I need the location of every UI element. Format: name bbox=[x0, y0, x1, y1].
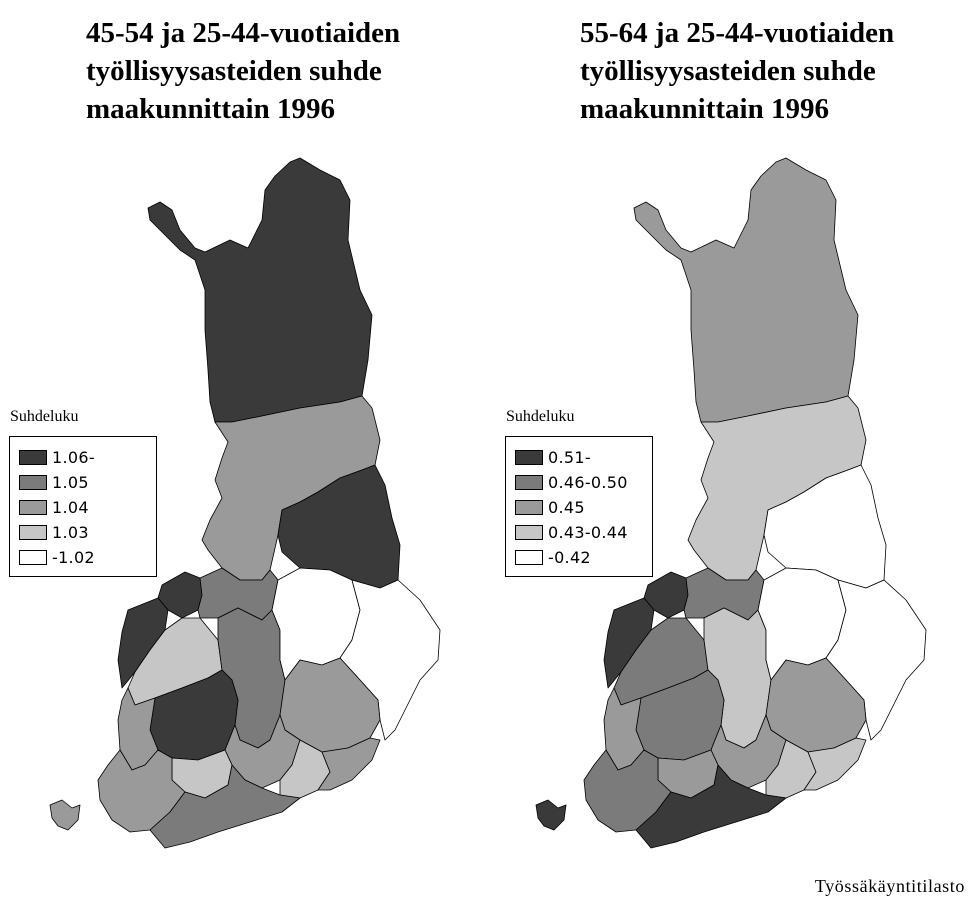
legend-swatch bbox=[19, 500, 47, 515]
map-panel-left: 45-54 ja 25-44-vuotiaiden työllisyysaste… bbox=[0, 0, 485, 870]
legend-item-label: 1.06- bbox=[52, 448, 95, 467]
source-note: Työssäkäyntitilasto bbox=[814, 876, 965, 896]
region-aland bbox=[535, 799, 567, 831]
legend-item-label: -1.02 bbox=[52, 548, 95, 567]
map-title-line: 45-54 ja 25-44-vuotiaiden bbox=[86, 17, 401, 49]
legend-item-label: 0.45 bbox=[548, 498, 585, 517]
region-uusimaa bbox=[635, 764, 787, 849]
finland-region-map bbox=[535, 157, 927, 849]
legend-swatch bbox=[19, 475, 47, 490]
legend-item-label: 0.51- bbox=[548, 448, 591, 467]
legend-title: Suhdeluku bbox=[10, 408, 79, 425]
region-north-karelia bbox=[825, 579, 927, 741]
finland-region-map bbox=[49, 157, 441, 849]
legend-swatch bbox=[515, 500, 543, 515]
map-title-line: työllisyysasteiden suhde bbox=[86, 55, 382, 87]
map-title-line: 55-64 ja 25-44-vuotiaiden bbox=[580, 17, 895, 49]
region-north-karelia bbox=[339, 579, 441, 741]
legend-swatch bbox=[19, 525, 47, 540]
region-south-karelia bbox=[803, 737, 867, 791]
region-uusimaa bbox=[149, 764, 301, 849]
legend-swatch bbox=[515, 525, 543, 540]
legend-item: -0.42 bbox=[515, 545, 642, 570]
legend-item-label: 1.03 bbox=[52, 523, 89, 542]
region-aland bbox=[49, 799, 81, 831]
map-title-line: maakunnittain 1996 bbox=[580, 93, 829, 125]
legend-swatch bbox=[515, 550, 543, 565]
legend-swatch bbox=[19, 450, 47, 465]
map-title-line: työllisyysasteiden suhde bbox=[580, 55, 876, 87]
map-title-line: maakunnittain 1996 bbox=[86, 93, 335, 125]
legend-item-label: 0.43-0.44 bbox=[548, 523, 628, 542]
legend-item: 1.06- bbox=[19, 445, 146, 470]
legend-swatch bbox=[19, 550, 47, 565]
map-legend: 1.06- 1.05 1.04 1.03 -1.02 bbox=[9, 436, 157, 577]
legend-item-label: -0.42 bbox=[548, 548, 591, 567]
legend-item: 0.51- bbox=[515, 445, 642, 470]
legend-item: 0.43-0.44 bbox=[515, 520, 642, 545]
map-title: 45-54 ja 25-44-vuotiaiden työllisyysaste… bbox=[86, 14, 400, 128]
region-lapland bbox=[147, 157, 373, 423]
map-legend: 0.51- 0.46-0.50 0.45 0.43-0.44 -0.42 bbox=[505, 436, 653, 577]
region-lapland bbox=[633, 157, 859, 423]
legend-title: Suhdeluku bbox=[506, 408, 575, 425]
legend-item: 1.03 bbox=[19, 520, 146, 545]
legend-item: -1.02 bbox=[19, 545, 146, 570]
legend-swatch bbox=[515, 450, 543, 465]
legend-item-label: 0.46-0.50 bbox=[548, 473, 628, 492]
region-south-karelia bbox=[317, 737, 381, 791]
legend-item-label: 1.04 bbox=[52, 498, 89, 517]
legend-item: 0.45 bbox=[515, 495, 642, 520]
map-title: 55-64 ja 25-44-vuotiaiden työllisyysaste… bbox=[580, 14, 894, 128]
legend-item-label: 1.05 bbox=[52, 473, 89, 492]
legend-item: 0.46-0.50 bbox=[515, 470, 642, 495]
legend-swatch bbox=[515, 475, 543, 490]
map-panel-right: 55-64 ja 25-44-vuotiaiden työllisyysaste… bbox=[486, 0, 971, 870]
legend-item: 1.04 bbox=[19, 495, 146, 520]
legend-item: 1.05 bbox=[19, 470, 146, 495]
